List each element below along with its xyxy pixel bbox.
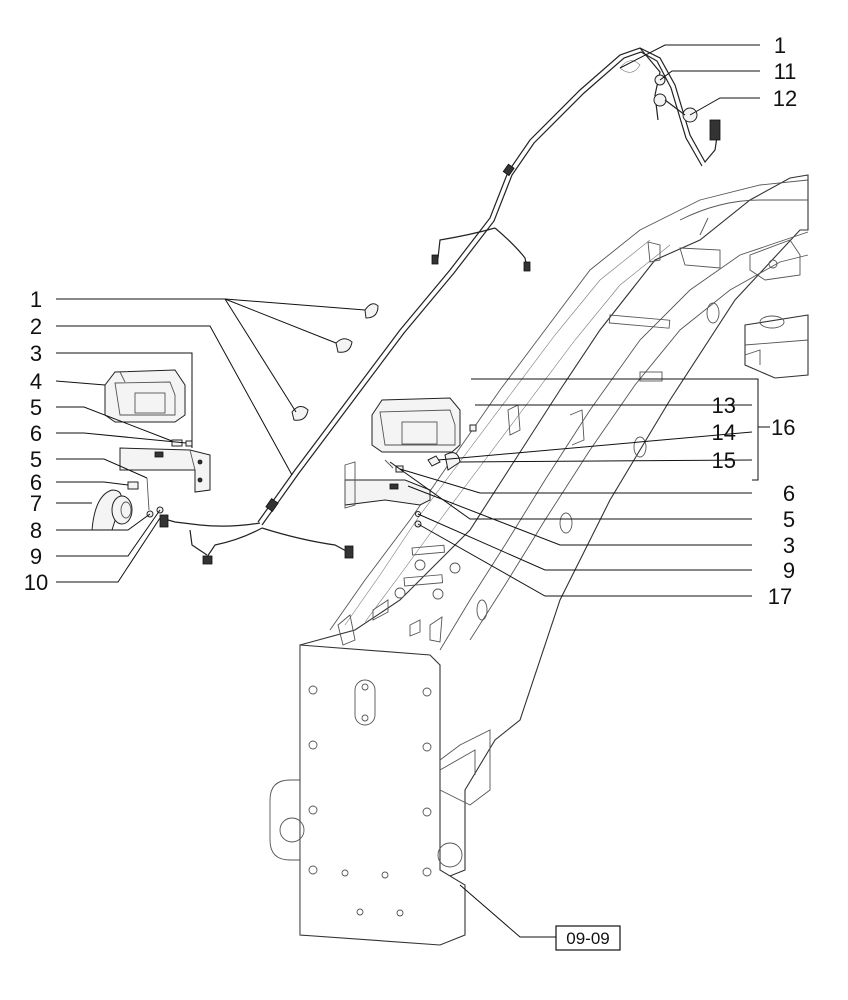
right-light-bracket bbox=[344, 461, 431, 509]
callouts-left: 1 2 3 4 5 6 5 6 7 8 9 10 bbox=[24, 287, 48, 595]
callout-left-1: 1 bbox=[30, 287, 42, 312]
callout-left-7: 5 bbox=[30, 447, 42, 472]
left-fasteners bbox=[127, 439, 193, 518]
leader-lines bbox=[55, 44, 770, 938]
callout-left-6: 6 bbox=[30, 421, 42, 446]
horn bbox=[91, 489, 133, 531]
callout-left-4: 4 bbox=[30, 369, 42, 394]
callout-left-2: 2 bbox=[30, 314, 42, 339]
chassis-frame bbox=[269, 174, 809, 946]
callout-left-8: 6 bbox=[30, 470, 42, 495]
callout-group-16: 16 bbox=[771, 415, 795, 440]
reference-label: 09-09 bbox=[566, 929, 609, 948]
reference-box[interactable]: 09-09 bbox=[555, 925, 621, 951]
callout-top-12: 12 bbox=[773, 86, 797, 111]
callout-left-12: 10 bbox=[24, 570, 48, 595]
callout-right-5: 5 bbox=[783, 507, 795, 532]
clips bbox=[291, 303, 379, 421]
right-work-light bbox=[371, 397, 461, 453]
wiring-harness bbox=[159, 47, 721, 565]
callout-right-3: 3 bbox=[783, 533, 795, 558]
callout-left-5: 5 bbox=[30, 395, 42, 420]
callout-top-11: 11 bbox=[774, 59, 797, 84]
callout-left-3: 3 bbox=[30, 341, 42, 366]
callouts-right: 13 14 15 6 5 3 9 17 16 bbox=[712, 393, 796, 609]
callout-left-11: 9 bbox=[30, 544, 42, 569]
callout-right-17: 17 bbox=[768, 584, 792, 609]
callout-left-10: 8 bbox=[30, 518, 42, 543]
right-fasteners bbox=[384, 404, 585, 528]
callout-top-1: 1 bbox=[774, 33, 786, 58]
callout-right-13: 13 bbox=[712, 393, 736, 418]
left-work-light bbox=[104, 369, 186, 423]
callout-left-9: 7 bbox=[30, 491, 42, 516]
callout-right-9: 9 bbox=[783, 558, 795, 583]
callout-right-15: 15 bbox=[712, 448, 736, 473]
callout-right-6: 6 bbox=[783, 481, 795, 506]
callout-right-14: 14 bbox=[712, 420, 736, 445]
callouts-top: 1 11 12 bbox=[773, 33, 797, 111]
left-light-bracket bbox=[119, 447, 211, 493]
